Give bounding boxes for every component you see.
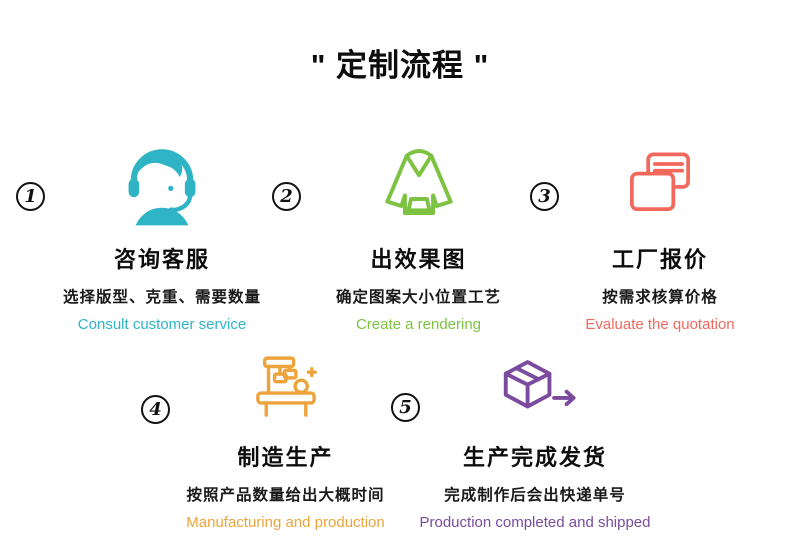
step-1-subtitle: 选择版型、克重、需要数量 <box>62 289 261 306</box>
step-2-number: 2 <box>272 182 301 211</box>
step-3-number: 3 <box>530 182 559 211</box>
shipping-box-icon <box>400 346 670 428</box>
step-2-number-label: 2 <box>280 186 293 207</box>
step-1-consult-customer-service: 咨询客服 选择版型、克重、需要数量 Consult customer servi… <box>62 138 262 333</box>
step-2-heading: 出效果图 <box>370 247 467 272</box>
step-1-number-label: 1 <box>24 186 37 207</box>
step-5-number: 5 <box>391 393 420 422</box>
hoodie-icon <box>316 138 521 230</box>
step-4-number-label: 4 <box>149 399 162 420</box>
step-5-number-label: 5 <box>399 397 412 418</box>
step-4-manufacturing: 制造生产 按照产品数量给出大概时间 Manufacturing and prod… <box>168 346 403 531</box>
step-3-subtitle: 按需求核算价格 <box>602 289 718 306</box>
step-1-heading: 咨询客服 <box>113 247 210 272</box>
step-3-caption-en: Evaluate the quotation <box>585 316 735 333</box>
page-title: " 定制流程 " <box>310 48 490 83</box>
headset-agent-icon <box>62 138 262 230</box>
step-4-caption-en: Manufacturing and production <box>186 514 385 531</box>
quotation-wallet-icon <box>560 138 760 230</box>
step-3-number-label: 3 <box>538 186 551 207</box>
step-3-heading: 工厂报价 <box>611 247 708 272</box>
step-2-subtitle: 确定图案大小位置工艺 <box>335 289 501 306</box>
production-machine-icon <box>168 346 403 428</box>
step-4-number: 4 <box>141 395 170 424</box>
step-5-subtitle: 完成制作后会出快递单号 <box>444 487 626 504</box>
step-1-number: 1 <box>16 182 45 211</box>
step-1-caption-en: Consult customer service <box>77 316 247 333</box>
step-4-subtitle: 按照产品数量给出大概时间 <box>186 487 385 504</box>
step-3-factory-quotation: 工厂报价 按需求核算价格 Evaluate the quotation <box>560 138 760 333</box>
step-2-create-rendering: 出效果图 确定图案大小位置工艺 Create a rendering <box>316 138 521 333</box>
step-5-caption-en: Production completed and shipped <box>419 514 651 531</box>
step-2-caption-en: Create a rendering <box>355 316 482 333</box>
step-5-heading: 生产完成发货 <box>462 445 607 470</box>
step-5-shipping: 生产完成发货 完成制作后会出快递单号 Production completed … <box>400 346 670 531</box>
step-4-heading: 制造生产 <box>237 445 334 470</box>
